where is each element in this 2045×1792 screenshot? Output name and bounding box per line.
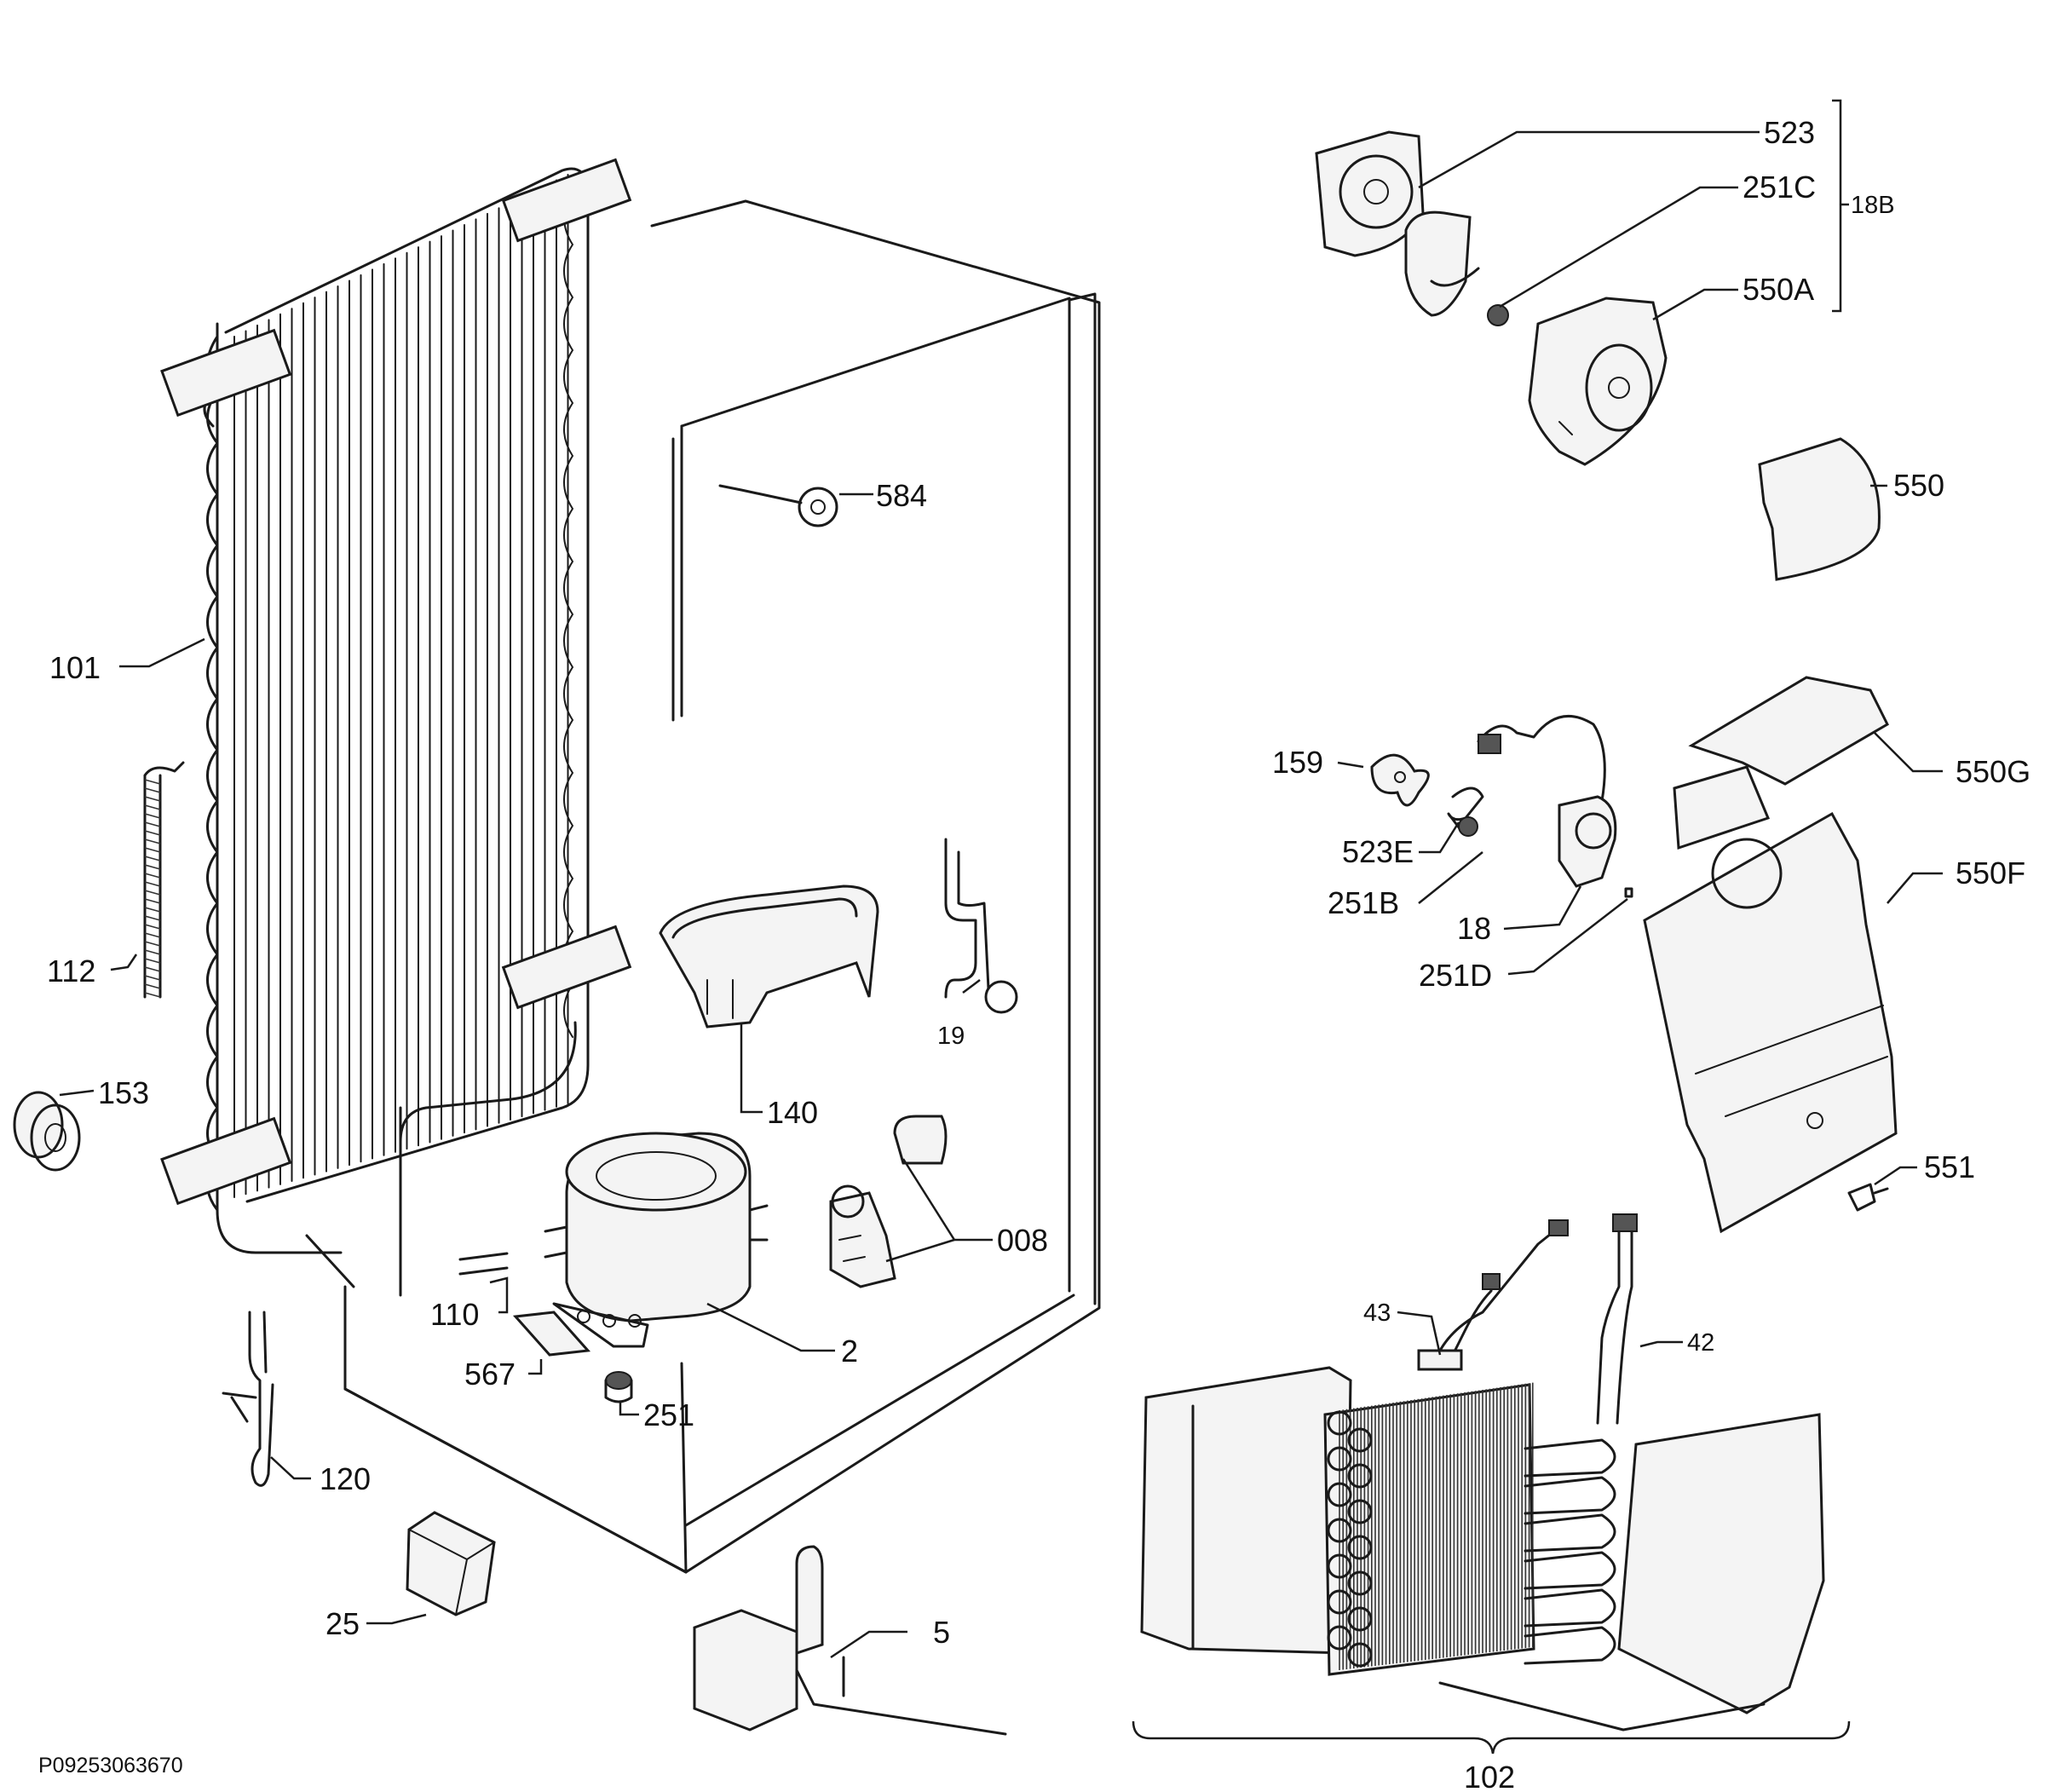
label-550F: 550F: [1956, 856, 2025, 890]
part-5-valve: [693, 1545, 1007, 1736]
part-550A-fan-cover: [1528, 297, 1668, 466]
label-140: 140: [767, 1095, 818, 1130]
drawing-code: P09253063670: [38, 1754, 183, 1778]
label-251B: 251B: [1328, 885, 1399, 920]
label-159: 159: [1272, 745, 1323, 780]
label-584: 584: [876, 478, 927, 513]
part-251C-motor-and-gear: [1404, 210, 1509, 326]
label-43: 43: [1363, 1299, 1391, 1327]
label-550G: 550G: [1956, 754, 2031, 789]
evaporator-coil: [1323, 1382, 1616, 1676]
label-group-18B: 18B: [1851, 192, 1895, 219]
label-18: 18: [1457, 911, 1491, 946]
label-112: 112: [47, 954, 95, 988]
part-008-relay: [829, 1115, 948, 1288]
part-551-screw: [1847, 1183, 1889, 1212]
label-19: 19: [937, 1023, 965, 1050]
part-110-pin: [458, 1252, 509, 1276]
part-251-nut: [604, 1371, 633, 1403]
cabinet-body: [343, 199, 1101, 1574]
leader-lines: [59, 99, 1943, 1755]
part-120-capillary: [222, 1311, 274, 1487]
part-153-grommet: [13, 1091, 81, 1172]
condenser-grid: [206, 174, 574, 1212]
label-42: 42: [1687, 1329, 1714, 1357]
part-251D-washer: [1624, 887, 1633, 898]
label-110: 110: [430, 1297, 479, 1332]
part-43-wire-harness: [1417, 1219, 1569, 1371]
part-159-fan-blade: [1370, 753, 1430, 807]
part-550F-evaporator-cover: [1643, 811, 1898, 1234]
label-008: 008: [997, 1223, 1048, 1258]
label-5: 5: [933, 1615, 950, 1650]
label-251: 251: [643, 1397, 694, 1432]
part-2-compressor: [544, 1132, 769, 1348]
part-112-tube: [143, 761, 185, 999]
label-551: 551: [1924, 1150, 1975, 1184]
condenser-coil: [160, 158, 632, 1297]
label-567: 567: [464, 1357, 516, 1392]
label-group-102: 102: [1464, 1760, 1515, 1792]
part-584-sensor: [718, 484, 838, 527]
label-101: 101: [49, 650, 101, 685]
label-25: 25: [325, 1606, 360, 1641]
part-550-cover-plate: [1758, 437, 1881, 581]
label-523E: 523E: [1342, 834, 1414, 869]
part-18-fan-motor: [1477, 714, 1617, 888]
evaporator-assembly: [1140, 1366, 1825, 1731]
part-labels: 523 251C 550A 550 584 101 112 153 140 19…: [38, 115, 2031, 1792]
label-550: 550: [1893, 468, 1944, 503]
label-2: 2: [841, 1334, 858, 1368]
part-19-heater: [944, 838, 1018, 1014]
part-550G-air-duct: [1673, 676, 1889, 850]
part-42-sensor-wire: [1596, 1213, 1638, 1425]
label-251D: 251D: [1419, 958, 1492, 993]
label-251C: 251C: [1743, 170, 1816, 205]
label-550A: 550A: [1743, 272, 1814, 307]
label-120: 120: [320, 1461, 371, 1496]
part-25-box: [406, 1511, 496, 1616]
label-523: 523: [1764, 115, 1815, 150]
part-567-plate: [512, 1311, 591, 1357]
label-153: 153: [98, 1075, 149, 1110]
part-140-drip-tray: [659, 884, 879, 1029]
part-251B-gear: [1458, 816, 1478, 837]
